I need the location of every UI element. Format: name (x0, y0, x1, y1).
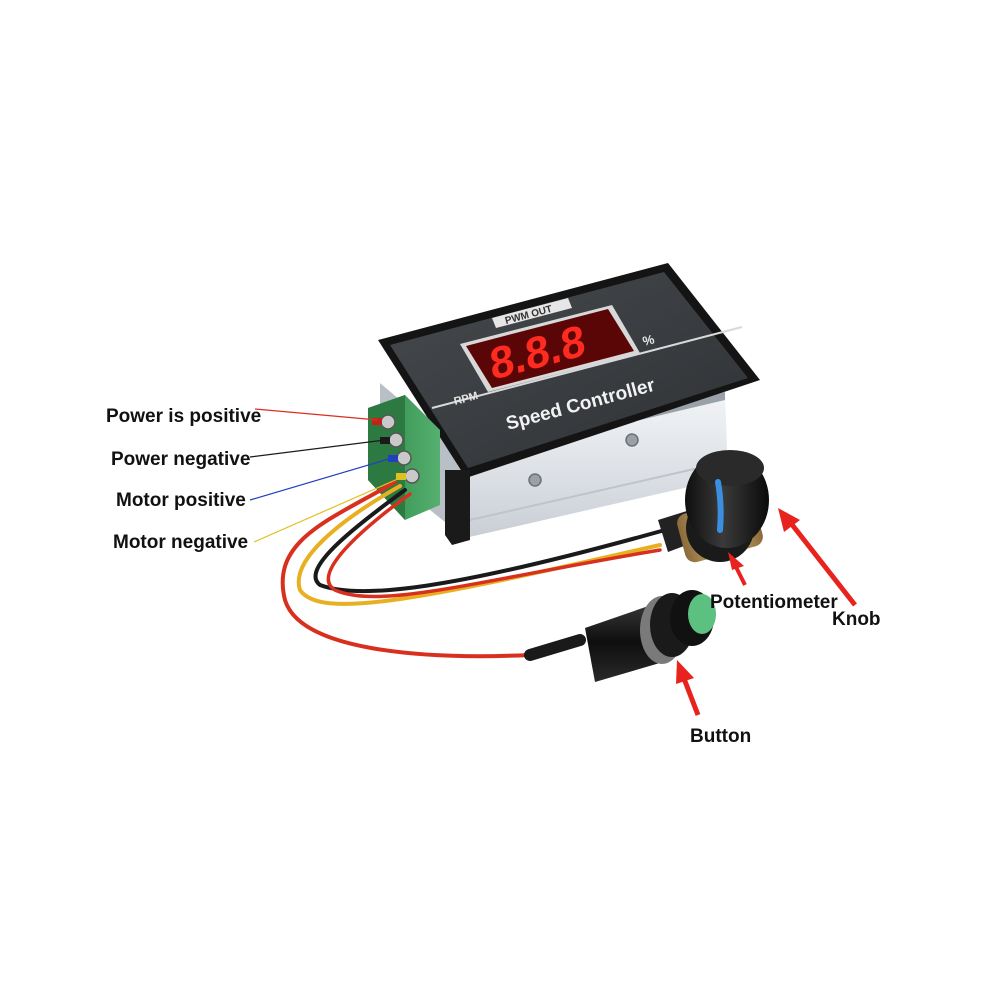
percent-symbol: % (641, 331, 656, 349)
housing-screw-left (528, 473, 542, 487)
terminal-screw-3 (396, 450, 412, 466)
arrow-potentiometer (728, 552, 747, 586)
callout-arrows (676, 508, 857, 716)
line-motor-positive (249, 457, 393, 501)
housing-screw-right (625, 433, 639, 447)
label-power-positive: Power is positive (106, 406, 262, 427)
line-motor-negative (253, 477, 401, 543)
push-button[interactable] (585, 590, 716, 682)
label-potentiometer: Potentiometer (710, 592, 838, 613)
front-panel: 8.8.8 PWM OUT % RPM Speed Controller (378, 263, 760, 478)
line-power-positive (254, 408, 379, 421)
mounting-bracket (445, 470, 470, 545)
label-power-negative: Power negative (111, 449, 251, 470)
terminal-screw-1 (380, 414, 396, 430)
terminal-screw-4 (404, 468, 420, 484)
callout-lines (249, 408, 401, 543)
label-button: Button (690, 726, 752, 747)
line-power-negative (249, 439, 386, 458)
arrow-knob (778, 508, 857, 607)
knob[interactable] (685, 450, 769, 548)
label-knob: Knob (832, 609, 881, 630)
label-motor-negative: Motor negative (113, 532, 249, 553)
wiring (280, 480, 667, 661)
label-motor-positive: Motor positive (116, 490, 246, 511)
terminal-screw-2 (388, 432, 404, 448)
arrow-button (676, 660, 701, 716)
